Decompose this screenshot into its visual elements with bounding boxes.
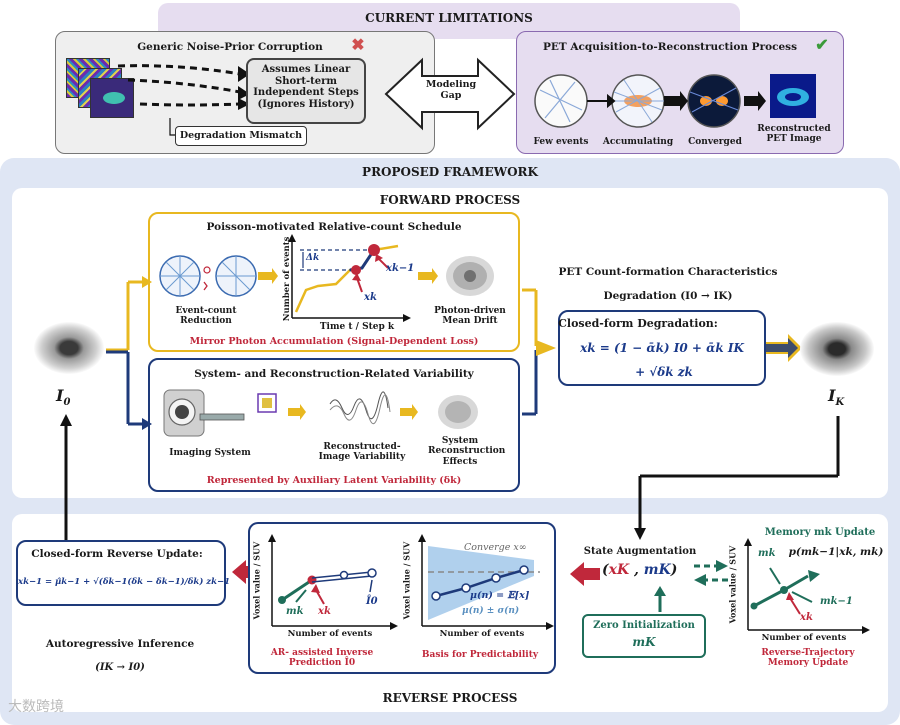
effects-label: System Reconstruction Effects — [428, 436, 506, 467]
pet-result: Reconstructed PET Image — [757, 124, 831, 145]
watermark: 大数跨境 — [8, 699, 64, 715]
panel1-xk: xk — [318, 606, 331, 617]
degradation-eq2: + √δk zk — [635, 365, 693, 379]
panel2-mu: μ(n) = 𝔼[x] — [470, 590, 530, 601]
system-footer: Represented by Auxiliary Latent Variabil… — [206, 475, 462, 486]
pet-stage-accumulating: Accumulating — [602, 137, 674, 147]
reverse-update-title: Closed-form Reverse Update: — [31, 548, 203, 560]
variability-label: Reconstructed-Image Variability — [318, 442, 406, 463]
memory-xk: xk — [800, 612, 813, 623]
assumption-box — [246, 58, 366, 124]
panel1-caption: AR- assisted Inverse Prediction Î0 — [270, 648, 374, 669]
generic-noise-title: Generic Noise-Prior Corruption — [137, 41, 323, 53]
memory-eq: p(mk−1|xk, mk) — [788, 546, 884, 558]
memory-caption: Reverse-Trajectory Memory Update — [761, 648, 855, 669]
delta-k-label: Δk — [306, 253, 320, 263]
memory-mk1: mk−1 — [820, 596, 853, 607]
xk1-label: xk−1 — [386, 263, 415, 274]
pet-process-title: PET Acquisition-to-Reconstruction Proces… — [542, 41, 798, 53]
ar-inference-sub: (IK → I0) — [95, 662, 145, 673]
mismatch-box — [175, 126, 307, 146]
degradation-eq1: xk = (1 − ᾱk) I0 + ᾱk IK — [580, 341, 744, 355]
panel1-i0: Î0 — [366, 596, 378, 607]
forward-header: FORWARD PROCESS — [379, 193, 521, 207]
panel2-converge: Converge x∞ — [464, 542, 527, 553]
output-label: IK — [828, 386, 845, 409]
check-icon: ✔ — [815, 35, 829, 54]
zero-init-m: mK — [632, 635, 656, 649]
zero-init-box — [582, 614, 706, 658]
degradation-subtitle: Degradation (I0 → IK) — [603, 290, 733, 302]
input-ct-image — [34, 322, 104, 374]
framework-header: PROPOSED FRAMEWORK — [362, 165, 538, 179]
poisson-title: Poisson-motivated Relative-count Schedul… — [206, 221, 462, 233]
input-label: I0 — [56, 386, 71, 409]
closed-form-title: Closed-form Degradation: — [558, 317, 718, 330]
memory-mk: mk — [758, 548, 776, 559]
mismatch-text: Degradation Mismatch — [179, 130, 303, 141]
modeling-gap-text: Modeling Gap — [425, 79, 477, 101]
panel1-mk: mk — [286, 606, 304, 617]
xk-label: xk — [364, 292, 377, 303]
output-ct-image — [800, 322, 874, 376]
panel2-sigma: μ(n) ± σ(n) — [462, 606, 520, 616]
cross-icon: ✖ — [351, 35, 365, 54]
noisy-image-stack — [66, 58, 156, 118]
poisson-xlabel: Time t / Step k — [319, 322, 395, 332]
panel2-xlabel: Number of events — [439, 629, 525, 639]
limitations-header: CURRENT LIMITATIONS — [365, 11, 533, 25]
pet-stage-converged: Converged — [688, 137, 742, 147]
poisson-footer: Mirror Photon Accumulation (Signal-Depen… — [189, 336, 479, 347]
ar-inference-title: Autoregressive Inference — [45, 638, 195, 650]
memory-xlabel: Number of events — [761, 633, 847, 643]
memory-title: Memory mk Update — [764, 527, 876, 538]
zero-init-label: Zero Initialization — [593, 620, 695, 631]
panel1-xlabel: Number of events — [287, 629, 373, 639]
imaging-system-label: Imaging System — [169, 448, 251, 458]
drift-label: Photon-driven Mean Drift — [434, 306, 506, 327]
assumption-text: Assumes Linear Short-term Independent St… — [253, 64, 359, 110]
pet-stage-few: Few events — [533, 137, 589, 147]
closed-form-degradation-box — [558, 310, 766, 386]
reverse-header: REVERSE PROCESS — [382, 691, 518, 705]
panel2-caption: Basis for Predictability — [421, 650, 539, 660]
state-augmentation-label: State Augmentation — [583, 546, 697, 557]
pet-char-title: PET Count-formation Characteristics — [558, 266, 778, 278]
event-reduction-label: Event-count Reduction — [175, 306, 237, 327]
system-title: System- and Reconstruction-Related Varia… — [194, 368, 474, 380]
state-vector: (xK , mK) — [602, 562, 678, 578]
memory-ylabel: Voxel value / SUV — [727, 545, 738, 624]
reverse-update-box — [16, 540, 226, 606]
reverse-update-eq: xk−1 = μ̂k−1 + √(δk−1(δk − δk−1)/δk) zk−… — [18, 577, 231, 587]
